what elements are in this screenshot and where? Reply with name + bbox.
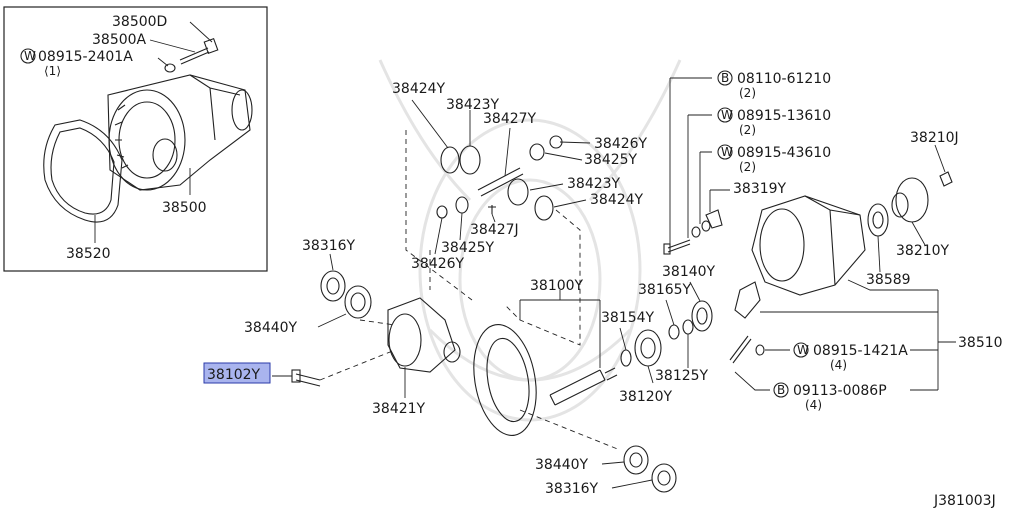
prefix-w-2: W [721, 108, 733, 122]
label-38427Y[interactable]: 38427Y [483, 111, 537, 127]
label-38423Y-mid[interactable]: 38423Y [567, 176, 621, 192]
prefix-w: W [24, 49, 36, 63]
ring-gear-drawing [473, 324, 618, 436]
label-38520[interactable]: 38520 [66, 246, 111, 262]
washer-prefix-icon-3 [717, 144, 733, 160]
label-38424Y-top[interactable]: 38424Y [392, 81, 446, 97]
label-38100Y[interactable]: 38100Y [530, 278, 584, 294]
label-38316Y-top[interactable]: 38316Y [302, 238, 356, 254]
qty-08915-43610: (2) [739, 160, 756, 174]
label-38426Y-right[interactable]: 38426Y [594, 136, 648, 152]
label-38125Y[interactable]: 38125Y [655, 368, 709, 384]
washer-prefix-icon [20, 48, 36, 64]
side-bearings-bottom-drawing [623, 445, 677, 493]
carrier-assembly-drawing [107, 74, 253, 191]
washer-prefix-icon-4 [793, 342, 809, 358]
label-09113-0086P[interactable]: 09113-0086P [793, 383, 887, 399]
prefix-b-5: B [777, 383, 785, 397]
diagram-code: J381003J [933, 493, 996, 509]
label-38425Y-left[interactable]: 38425Y [441, 240, 495, 256]
label-08915-2401A[interactable]: 08915-2401A [38, 49, 133, 65]
gear-carrier-drawing [729, 171, 953, 364]
label-38316Y-bottom[interactable]: 38316Y [545, 481, 599, 497]
qty-08110-61210: (2) [739, 86, 756, 100]
label-38510[interactable]: 38510 [958, 335, 1003, 351]
bolt-prefix-icon-5 [773, 382, 789, 398]
bolt-prefix-icon-1 [717, 70, 733, 86]
label-38427J[interactable]: 38427J [470, 222, 519, 238]
label-38210J[interactable]: 38210J [910, 130, 959, 146]
highlight-38102Y [203, 362, 271, 384]
qty-08915-2401A: ⟨1⟩ [44, 64, 61, 78]
label-38425Y-right[interactable]: 38425Y [584, 152, 638, 168]
label-38421Y[interactable]: 38421Y [372, 401, 426, 417]
label-38426Y-left[interactable]: 38426Y [411, 256, 465, 272]
label-38154Y[interactable]: 38154Y [601, 310, 655, 326]
label-38424Y-mid[interactable]: 38424Y [590, 192, 644, 208]
label-08915-13610[interactable]: 08915-13610 [737, 108, 831, 124]
pinion-gears-drawing [436, 135, 563, 221]
label-38589[interactable]: 38589 [866, 272, 911, 288]
label-38440Y-bottom[interactable]: 38440Y [535, 457, 589, 473]
label-38165Y[interactable]: 38165Y [638, 282, 692, 298]
prefix-w-3: W [721, 145, 733, 159]
gasket-drawing [43, 119, 123, 223]
label-38140Y[interactable]: 38140Y [662, 264, 716, 280]
label-38102Y[interactable]: 38102Y [207, 367, 261, 383]
qty-08915-1421A: (4) [830, 358, 847, 372]
qty-09113-0086P: (4) [805, 398, 822, 412]
washer-prefix-icon-2 [717, 107, 733, 123]
label-08110-61210[interactable]: 08110-61210 [737, 71, 831, 87]
differential-case-drawing [291, 270, 461, 387]
qty-08915-13610: (2) [739, 123, 756, 137]
label-38500[interactable]: 38500 [162, 200, 207, 216]
label-38440Y-top[interactable]: 38440Y [244, 320, 298, 336]
label-38319Y[interactable]: 38319Y [733, 181, 787, 197]
label-38500D[interactable]: 38500D [112, 14, 167, 30]
label-08915-1421A[interactable]: 08915-1421A [813, 343, 908, 359]
front-cover-hardware-drawing [663, 209, 723, 255]
label-38500A[interactable]: 38500A [92, 32, 147, 48]
bolt-38500A-drawing [164, 37, 219, 73]
label-08915-43610[interactable]: 08915-43610 [737, 145, 831, 161]
label-38120Y[interactable]: 38120Y [619, 389, 673, 405]
inset-frame [3, 6, 268, 272]
prefix-w-4: W [797, 343, 809, 357]
watermark [378, 59, 682, 422]
prefix-b-1: B [721, 71, 729, 85]
label-38423Y-top[interactable]: 38423Y [446, 97, 500, 113]
label-38210Y[interactable]: 38210Y [896, 243, 950, 259]
